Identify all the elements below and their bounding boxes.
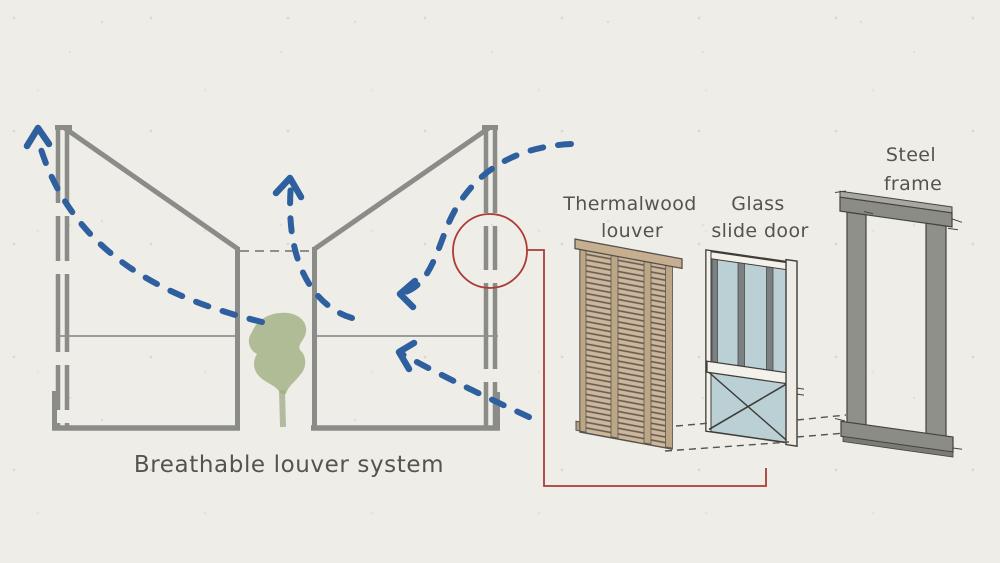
louver-slats xyxy=(581,250,671,447)
frame-top-beam xyxy=(839,196,953,228)
projection-line xyxy=(664,441,790,452)
airflow-path-left xyxy=(37,143,265,325)
frame-right-stile xyxy=(925,222,947,443)
airflow-arrows xyxy=(23,124,574,420)
tree-canopy xyxy=(248,312,307,394)
label-steel-frame-line2: frame xyxy=(884,173,942,195)
door-sliding-stile xyxy=(785,258,798,447)
airflow-arrowhead-icon xyxy=(395,339,418,373)
label-thermalwood-line2: louver xyxy=(601,220,663,242)
louver-top-cap xyxy=(574,238,683,270)
detail-callout xyxy=(452,213,767,487)
louver-stile xyxy=(579,247,587,433)
projection-lines xyxy=(664,414,847,452)
frame-sketch-ticks xyxy=(834,190,963,450)
callout-circle xyxy=(452,213,528,289)
airflow-path-courtyard-up xyxy=(287,181,355,321)
projection-line xyxy=(796,432,846,438)
door-mullion xyxy=(737,262,745,368)
projection-line xyxy=(675,422,712,427)
thermalwood-louver-panel xyxy=(574,238,683,450)
label-glass-door-line2: slide door xyxy=(711,220,808,242)
door-glass xyxy=(706,250,794,444)
door-cross-brace xyxy=(708,371,788,442)
tree-trunk xyxy=(279,389,286,428)
plan-left-wing xyxy=(52,124,240,431)
door-mullion xyxy=(711,258,718,364)
airflow-arrowhead-icon xyxy=(272,174,305,201)
frame-left-stile xyxy=(846,211,867,432)
glass-slide-door xyxy=(705,249,804,447)
door-sketch-ticks xyxy=(797,387,804,396)
frame-bottom-beam-face xyxy=(842,436,954,458)
louver-stile xyxy=(610,253,619,439)
louver-stile xyxy=(643,259,652,445)
projection-line xyxy=(796,414,847,421)
airflow-arrowhead-icon xyxy=(396,277,419,311)
label-thermalwood-line1: Thermalwood xyxy=(562,193,697,215)
callout-leader-line xyxy=(527,249,767,487)
caption-breathable-louver-system: Breathable louver system xyxy=(134,452,444,478)
airflow-path-top-inlet xyxy=(400,141,574,296)
roof-line xyxy=(61,124,240,252)
roof-line xyxy=(313,125,491,252)
door-left-stile xyxy=(705,249,712,433)
airflow-path-low-inlet xyxy=(399,351,532,420)
louver-stile xyxy=(665,263,673,449)
tree xyxy=(248,312,307,428)
airflow-arrowhead-icon xyxy=(23,124,53,150)
steel-frame xyxy=(834,190,963,458)
label-steel-frame-line1: Steel xyxy=(886,144,936,166)
plan-right-wing xyxy=(311,125,500,431)
door-mullion xyxy=(766,266,774,372)
label-glass-door-line1: Glass xyxy=(731,193,784,215)
